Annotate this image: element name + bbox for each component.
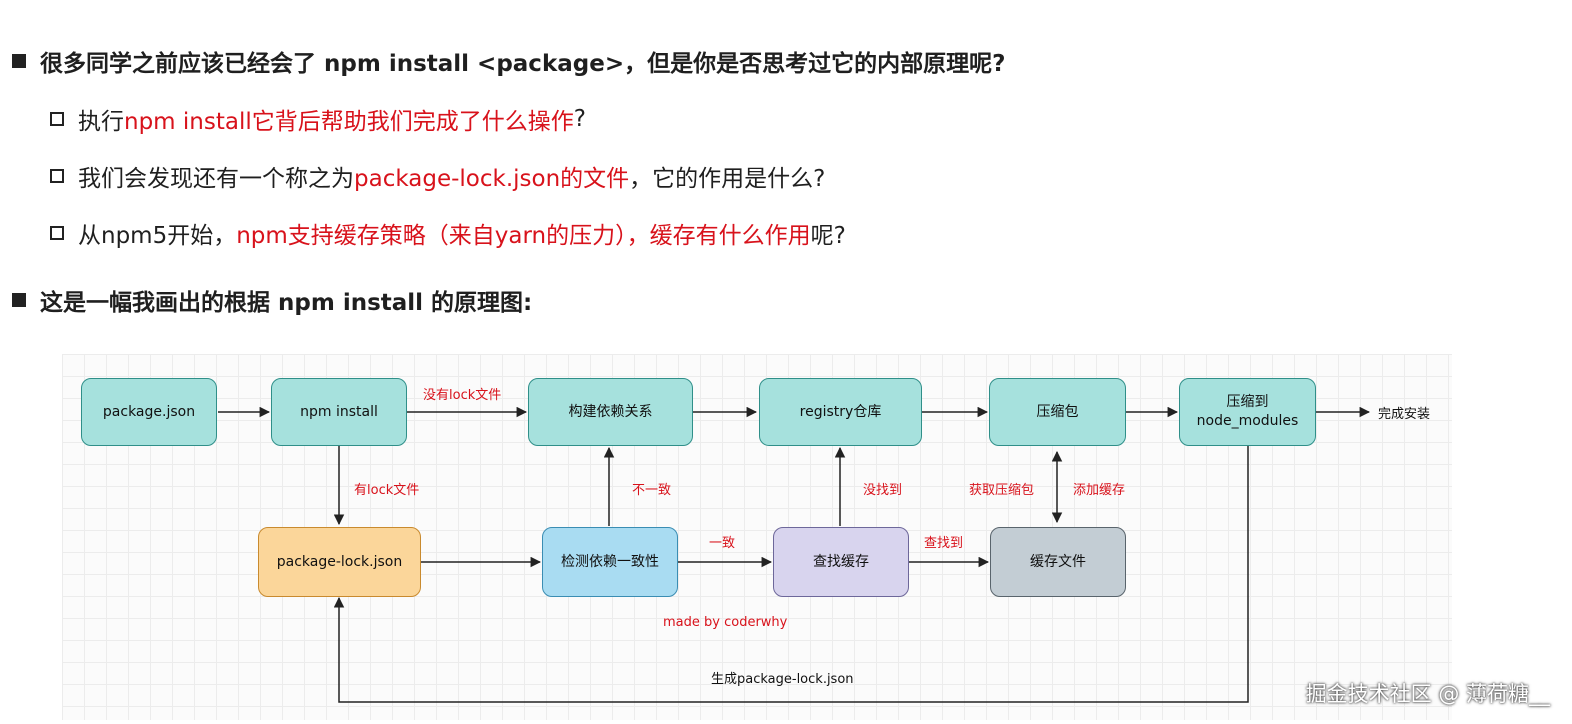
label-inconsistent: 不一致 bbox=[632, 483, 672, 498]
sub-question-2-suffix: ，它的作用是什么? bbox=[629, 166, 826, 192]
sub-question-1-suffix: ? bbox=[573, 106, 586, 132]
diagram-arrows bbox=[218, 406, 1371, 703]
sub-question-2-highlight: package-lock.json的文件 bbox=[354, 166, 630, 192]
node-build-deps-label: 构建依赖关系 bbox=[568, 403, 653, 420]
node-npm-install-label: npm install bbox=[300, 403, 378, 420]
label-consistent: 一致 bbox=[709, 536, 736, 551]
node-package-json-label: package.json bbox=[102, 403, 196, 420]
watermark: 掘金技术社区 @ 薄荷糖__ bbox=[1305, 682, 1550, 706]
node-cache-file-label: 缓存文件 bbox=[1030, 553, 1086, 570]
node-registry-label: registry仓库 bbox=[799, 403, 882, 420]
label-made-by: made by coderwhy bbox=[663, 615, 788, 630]
label-done: 完成安装 bbox=[1378, 407, 1431, 422]
node-registry: registry仓库 bbox=[759, 378, 922, 446]
square-bullet-icon bbox=[12, 293, 26, 307]
arrow-extract-to-packagelock-loop bbox=[333, 446, 1249, 703]
label-no-lock: 没有lock文件 bbox=[423, 388, 502, 403]
node-build-deps: 构建依赖关系 bbox=[528, 378, 693, 446]
sub-question-1: 执行 npm install它背后帮助我们完成了什么操作 ? bbox=[50, 102, 586, 136]
sub-question-2: 我们会发现还有一个称之为 package-lock.json的文件 ，它的作用是… bbox=[50, 159, 825, 193]
node-package-lock: package-lock.json bbox=[258, 527, 421, 597]
node-modules-label: node_modules bbox=[1196, 413, 1299, 429]
sub-question-1-prefix: 执行 bbox=[78, 109, 124, 135]
sub-question-2-prefix: 我们会发现还有一个称之为 bbox=[78, 166, 354, 192]
node-compress: 压缩包 bbox=[989, 378, 1126, 446]
label-has-lock: 有lock文件 bbox=[354, 483, 420, 498]
node-find-cache-label: 查找缓存 bbox=[813, 553, 869, 570]
node-find-cache: 查找缓存 bbox=[773, 527, 909, 597]
node-npm-install: npm install bbox=[271, 378, 407, 446]
sub-question-1-highlight: npm install它背后帮助我们完成了什么操作 bbox=[124, 109, 574, 135]
question-2: 这是一幅我画出的根据 npm install 的原理图: bbox=[12, 283, 532, 317]
sub-question-3-highlight: npm支持缓存策略（来自yarn的压力），缓存有什么作用 bbox=[236, 223, 811, 249]
label-gen-lock: 生成package-lock.json bbox=[711, 672, 854, 687]
hollow-square-bullet-icon bbox=[50, 112, 64, 126]
sub-question-3-suffix: 呢? bbox=[810, 223, 846, 249]
square-bullet-icon bbox=[12, 54, 26, 68]
question-1: 很多同学之前应该已经会了 npm install <package>，但是你是否… bbox=[12, 44, 1005, 78]
hollow-square-bullet-icon bbox=[50, 169, 64, 183]
node-package-lock-label: package-lock.json bbox=[276, 553, 403, 570]
node-extract-to-node-modules: 压缩到 node_modules bbox=[1179, 378, 1316, 446]
label-add-cache: 添加缓存 bbox=[1073, 483, 1126, 498]
node-cache-file: 缓存文件 bbox=[990, 527, 1126, 597]
sub-question-3: 从npm5开始， npm支持缓存策略（来自yarn的压力），缓存有什么作用 呢? bbox=[50, 216, 846, 250]
label-found: 查找到 bbox=[924, 536, 964, 551]
node-check-deps-label: 检测依赖一致性 bbox=[561, 553, 659, 570]
node-extract-to-label: 压缩到 bbox=[1226, 394, 1269, 411]
node-check-deps: 检测依赖一致性 bbox=[542, 527, 678, 597]
npm-install-diagram: package.json npm install 构建依赖关系 registry… bbox=[62, 354, 1452, 720]
node-package-json: package.json bbox=[81, 378, 217, 446]
question-2-text: 这是一幅我画出的根据 npm install 的原理图: bbox=[40, 290, 533, 316]
sub-question-3-prefix: 从npm5开始， bbox=[78, 223, 237, 249]
label-not-found: 没找到 bbox=[863, 483, 903, 498]
question-1-text: 很多同学之前应该已经会了 npm install <package>，但是你是否… bbox=[40, 51, 1006, 77]
label-get-package: 获取压缩包 bbox=[969, 483, 1035, 498]
hollow-square-bullet-icon bbox=[50, 226, 64, 240]
node-compress-label: 压缩包 bbox=[1036, 403, 1079, 420]
